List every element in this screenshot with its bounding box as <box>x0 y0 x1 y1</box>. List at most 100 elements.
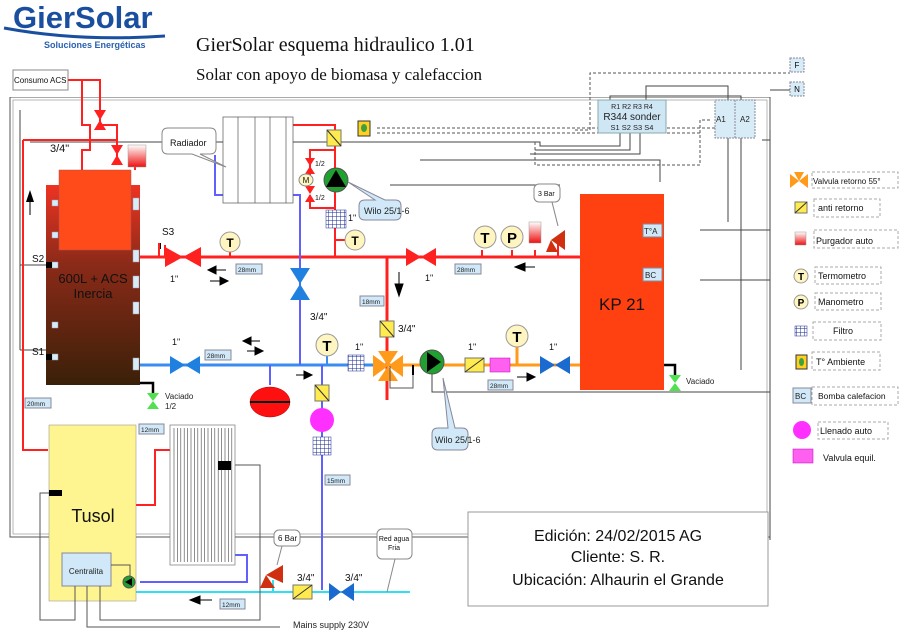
legend-item-bc: BC Bomba calefacion <box>792 386 899 406</box>
solar-pump[interactable] <box>122 575 136 589</box>
svg-text:28mm: 28mm <box>457 267 475 274</box>
pump-bottom-callout: Wilo 25/1-6 <box>431 377 481 451</box>
svg-text:1/2: 1/2 <box>315 161 325 168</box>
controller-box <box>597 99 667 134</box>
legend-label: Bomba calefacion <box>818 391 886 401</box>
collector-tubes <box>173 428 233 562</box>
callout-6bar: 6 Bar <box>273 529 301 566</box>
valve-return-1[interactable] <box>170 356 200 374</box>
pipe-size-12mm-a: 12mm <box>138 423 165 435</box>
svg-text:28mm: 28mm <box>238 267 256 274</box>
controller-relays: R1 R2 R3 R4 <box>611 104 653 111</box>
consumo-acs-box: Consumo ACS <box>12 69 69 91</box>
svg-text:20mm: 20mm <box>27 401 45 408</box>
pipe-size-20mm: 20mm <box>24 397 52 409</box>
solar-collector <box>169 424 236 566</box>
svg-text:12mm: 12mm <box>222 602 240 609</box>
svg-text:T: T <box>512 329 521 346</box>
tank-dhw-coil <box>58 169 132 251</box>
page-subtitle: Solar con apoyo de biomasa y calefaccion <box>196 65 483 84</box>
terminal-f: F <box>789 57 805 73</box>
radiator-pump[interactable] <box>323 167 349 193</box>
motor-valve[interactable]: M <box>298 173 314 187</box>
legend: Valvula retorno 55° anti retorno Purgado… <box>790 171 899 464</box>
svg-text:1": 1" <box>355 342 363 352</box>
svg-text:T: T <box>351 234 359 248</box>
svg-text:1": 1" <box>348 213 356 223</box>
relay-a2: A2 <box>740 115 750 124</box>
svg-text:N: N <box>794 85 800 94</box>
legend-item-manometer: P Manometro <box>793 292 882 311</box>
manometer: P <box>500 225 524 249</box>
legend-item-check-valve: anti retorno <box>794 198 881 218</box>
svg-text:Consumo ACS: Consumo ACS <box>14 76 66 85</box>
thermometer-3: T <box>473 225 497 249</box>
auto-fill-valve[interactable] <box>310 408 334 432</box>
drain-valve-boiler[interactable] <box>669 375 681 391</box>
svg-text:T: T <box>322 338 331 355</box>
legend-item-balancing-valve: Valvula equil. <box>792 448 876 464</box>
controller-r344[interactable]: R1 R2 R3 R4 R344 sonder S1 S2 S3 S4 <box>597 99 667 134</box>
svg-text:Vaciado: Vaciado <box>686 377 715 386</box>
balancing-valve[interactable] <box>489 357 511 373</box>
legend-label: anti retorno <box>818 203 864 213</box>
svg-text:3/4": 3/4" <box>398 324 416 335</box>
sensor-s2-label: S2 <box>32 254 45 265</box>
drain-valve-tank[interactable] <box>147 393 159 409</box>
controller-sensors: S1 S2 S3 S4 <box>611 123 654 132</box>
check-valve-inlet <box>292 584 313 600</box>
safety-valve-3bar[interactable] <box>546 230 565 252</box>
mixing-valve[interactable] <box>373 351 414 389</box>
radiator-valve-2[interactable] <box>305 186 315 202</box>
thermometer-boiler-return: T <box>505 324 529 348</box>
boiler-bc-label: BC <box>645 271 656 280</box>
svg-text:6 Bar: 6 Bar <box>278 534 297 543</box>
pump-top-callout: Wilo 25/1-6 <box>347 181 410 221</box>
tank-ports <box>51 197 140 371</box>
inlet-valve[interactable] <box>329 583 354 601</box>
pipe-size-28mm-b: 28mm <box>454 263 482 275</box>
svg-text:Red agua: Red agua <box>379 536 409 543</box>
legend-label: Manometro <box>818 297 864 307</box>
bypass-valve[interactable] <box>290 268 310 300</box>
valve-hot-1[interactable] <box>165 247 201 267</box>
legend-label: Purgador auto <box>816 236 873 246</box>
dhw-valve-2[interactable] <box>111 145 123 165</box>
centralita[interactable]: Centralita <box>61 552 112 587</box>
svg-text:15mm: 15mm <box>327 478 345 485</box>
safety-valve-6bar[interactable] <box>260 565 283 588</box>
radiator-valve-1[interactable] <box>305 158 315 174</box>
page-title: GierSolar esquema hidraulico 1.01 <box>196 34 475 56</box>
callout-red-agua: Red agua Fria <box>376 528 413 593</box>
inertia-tank[interactable]: 600L + ACS Inercia <box>46 169 140 385</box>
svg-text:M: M <box>303 176 310 185</box>
svg-text:1": 1" <box>425 273 433 283</box>
legend-item-thermometer: T Termometro <box>793 266 882 285</box>
svg-text:18mm: 18mm <box>362 299 380 306</box>
sensor-s3-label: S3 <box>162 227 175 238</box>
valve-hot-2[interactable] <box>406 248 436 266</box>
sensor-s1-label: S1 <box>32 347 45 358</box>
legend-label: Termometro <box>818 271 866 281</box>
expansion-vessel <box>249 386 291 418</box>
svg-text:3 Bar: 3 Bar <box>538 191 555 198</box>
terminal-n: N <box>770 81 805 97</box>
boiler-kp21[interactable]: KP 21 T°A BC <box>580 194 664 390</box>
room-thermostat[interactable] <box>357 120 371 137</box>
svg-text:Centralita: Centralita <box>69 567 104 576</box>
mains-supply-label: Mains supply 230V <box>293 620 369 630</box>
valve-boiler-return[interactable] <box>540 356 570 374</box>
svg-text:F: F <box>795 61 800 70</box>
tusol-tank[interactable]: Tusol Centralita <box>48 424 137 602</box>
radiator[interactable] <box>222 116 294 204</box>
tusol-wiring <box>39 464 280 628</box>
pipe-size-28mm-d: 28mm <box>487 379 514 391</box>
pipe-size-18mm: 18mm <box>359 295 385 307</box>
svg-text:1": 1" <box>468 342 476 352</box>
pipe-size-28mm-a: 28mm <box>235 263 263 275</box>
dhw-valve-1[interactable] <box>94 110 106 130</box>
flow-arrow-up <box>26 190 34 215</box>
pipe-size-28mm-c: 28mm <box>204 349 232 361</box>
boiler-pump[interactable] <box>419 349 445 375</box>
svg-text:T: T <box>798 272 804 283</box>
